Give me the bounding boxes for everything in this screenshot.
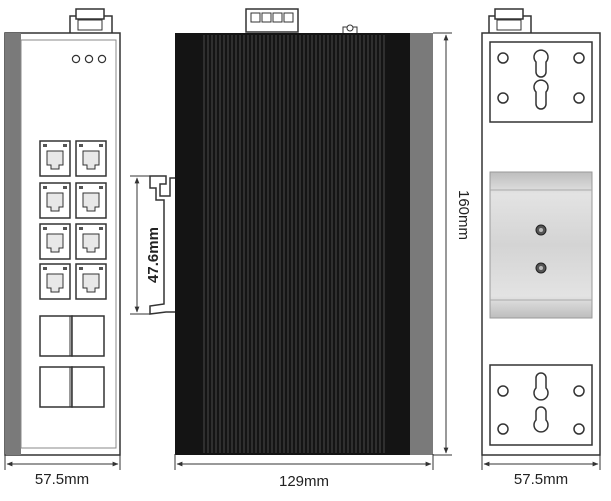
side-front-strip (410, 33, 433, 455)
keyhole-slot (533, 372, 549, 401)
back-width-label: 57.5mm (514, 471, 568, 488)
mounting-hole (573, 385, 585, 397)
height-label: 160mm (455, 190, 472, 240)
mounting-hole (497, 52, 509, 64)
sfp-slot-group (39, 315, 105, 408)
front-width-label: 57.5mm (35, 471, 89, 488)
back-top-bracket (488, 8, 532, 35)
sfp-slot (71, 315, 105, 357)
side-width-label: 129mm (279, 473, 329, 490)
mounting-hole (573, 92, 585, 104)
rj45-port (75, 182, 107, 219)
top-mounting-plate (489, 41, 593, 123)
ground-screw (342, 24, 358, 35)
status-led-group (71, 54, 107, 64)
din-clip-view: 47.6mm (130, 175, 177, 315)
front-side-strip (5, 33, 21, 455)
keyhole-slot (533, 49, 549, 78)
sfp-slot (39, 315, 73, 357)
front-width-dimension: 57.5mm (4, 454, 121, 488)
rj45-port (75, 223, 107, 260)
side-view: 129mm 160mm (174, 8, 472, 490)
keyhole-slot (533, 406, 549, 433)
mounting-hole (497, 423, 509, 435)
sfp-slot (39, 366, 73, 408)
mounting-hole (573, 52, 585, 64)
mounting-hole (497, 92, 509, 104)
front-top-bracket (69, 8, 113, 35)
back-view: 57.5mm (481, 8, 601, 488)
rj45-port (39, 182, 71, 219)
rj45-port (75, 263, 107, 300)
height-dimension: 160mm (433, 32, 472, 456)
mounting-hole (497, 385, 509, 397)
led-indicator (97, 54, 107, 64)
led-indicator (71, 54, 81, 64)
rj45-port (75, 140, 107, 177)
rj45-port (39, 223, 71, 260)
led-indicator (84, 54, 94, 64)
sfp-slot (71, 366, 105, 408)
front-view: 57.5mm (4, 8, 121, 488)
rj45-port (39, 263, 71, 300)
rj45-port-group (39, 140, 107, 300)
din-rail (489, 171, 593, 319)
side-width-dimension: 129mm (174, 454, 434, 490)
rj45-port (39, 140, 71, 177)
din-clip-outline (149, 175, 177, 315)
din-clip-height-label: 47.6mm (145, 227, 162, 283)
keyhole-slot (533, 79, 549, 110)
heatsink-fins (203, 35, 385, 453)
mounting-hole (573, 423, 585, 435)
bottom-mounting-plate (489, 364, 593, 446)
back-width-dimension: 57.5mm (481, 454, 601, 488)
terminal-block (245, 8, 299, 33)
